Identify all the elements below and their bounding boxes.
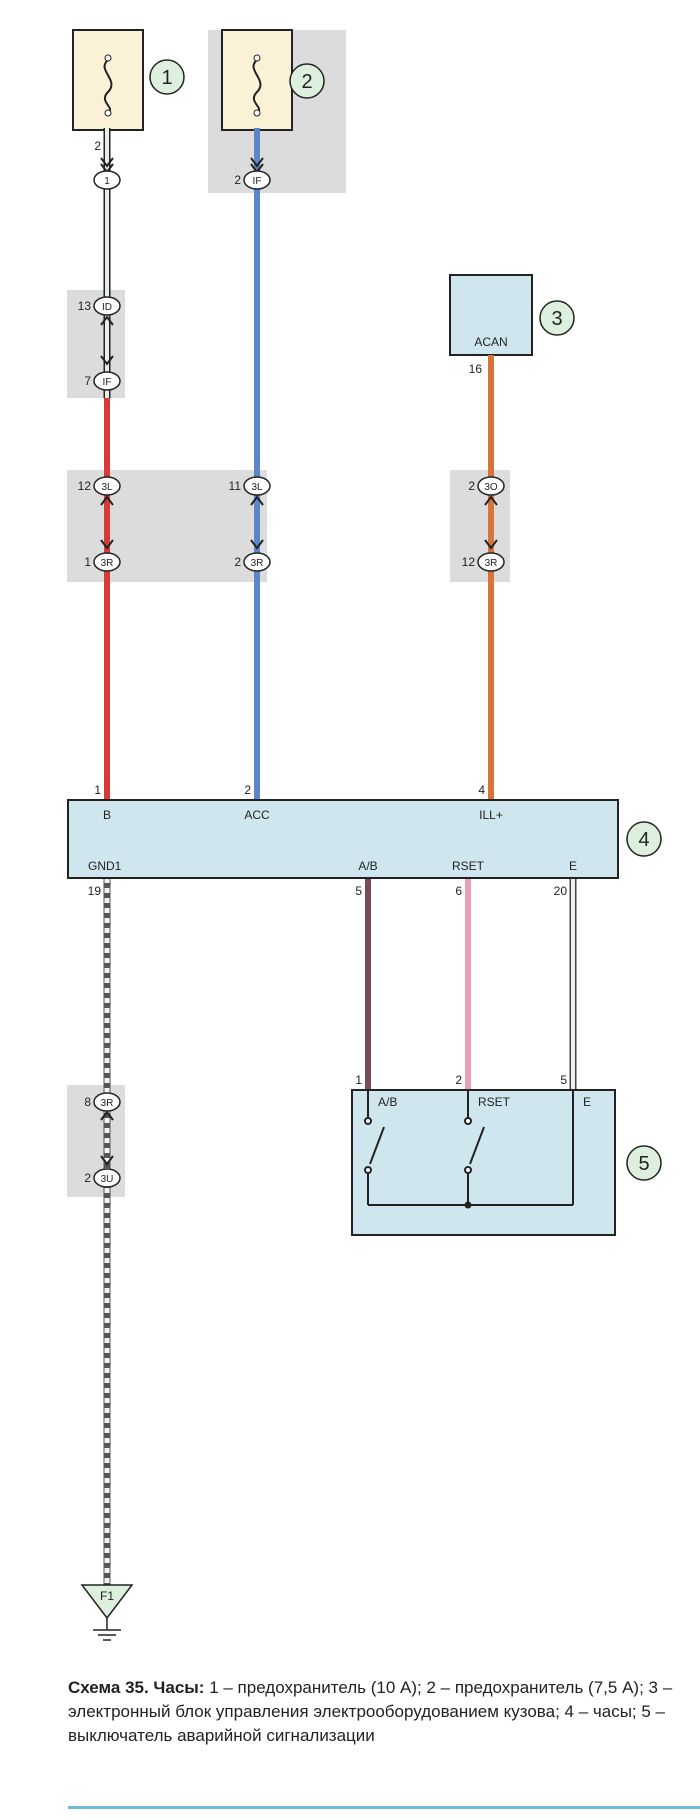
conn-label: 3L [101, 482, 113, 493]
pin-label: 2 [84, 1171, 91, 1185]
clock-terminal-e: E [569, 859, 577, 873]
clock-pin-1: 1 [94, 783, 101, 797]
conn-label: 3U [101, 1174, 114, 1185]
clock-pin-20: 20 [554, 884, 568, 898]
conn-label: 3R [101, 1098, 114, 1109]
clock-4: 1 2 4 B ACC ILL+ GND1 A/B RSET E 19 5 6 … [67, 783, 619, 898]
callout-3-number: 3 [551, 308, 562, 330]
caption-rule [68, 1806, 700, 1809]
pin-label: 12 [78, 479, 92, 493]
hazard-switch-5: 1 2 5 A/B RSET E [351, 1073, 616, 1236]
ecu-pin-16: 16 [469, 362, 483, 376]
clock-pin-6: 6 [455, 884, 462, 898]
callout-1-number: 1 [161, 67, 172, 89]
clock-terminal-acc: ACC [244, 808, 270, 822]
conn-3r-gnd: 8 3R [84, 1092, 121, 1112]
callout-2: 2 [289, 63, 325, 99]
clock-pin-19: 19 [88, 884, 102, 898]
clock-terminal-gnd1: GND1 [88, 859, 122, 873]
pin-label: 13 [78, 299, 92, 313]
fuse-2 [221, 29, 293, 131]
conn-3u: 2 3U [84, 1168, 121, 1188]
clock-pin-4: 4 [478, 783, 485, 797]
connector-arrows [100, 157, 498, 1166]
caption-text: 1 – предохранитель (10 А); 2 – предохран… [68, 1678, 673, 1745]
conn-3o: 2 3O [468, 476, 505, 496]
conn-if: 7 IF [84, 371, 121, 391]
conn-3l-b: 12 3L [78, 476, 121, 496]
figure-caption: Схема 35. Часы: 1 – предохранитель (10 А… [68, 1676, 688, 1748]
conn-label: 3R [251, 558, 264, 569]
clock-terminal-b: B [103, 808, 111, 822]
conn-label: 3R [101, 558, 114, 569]
pin-label: 12 [462, 555, 476, 569]
pin-label: 2 [234, 173, 241, 187]
fuse-1 [72, 29, 144, 131]
pin-label: 7 [84, 374, 91, 388]
ground-f1: F1 [80, 1584, 134, 1641]
switch-pin-1: 1 [355, 1073, 362, 1087]
body-ecu-3: ACAN 16 [449, 274, 533, 376]
callout-3: 3 [539, 300, 575, 336]
pin-label: 11 [229, 479, 242, 493]
conn-label: IF [253, 176, 262, 187]
conn-3r-acc: 2 3R [234, 552, 271, 572]
conn-label: 3L [251, 482, 263, 493]
ground-label: F1 [100, 1589, 114, 1603]
conn-fuse1: 2 1 [93, 139, 121, 190]
conn-label: IF [103, 377, 112, 388]
conn-id: 13 ID [78, 296, 121, 316]
conn-fuse2: 2 IF [234, 170, 271, 190]
switch-pin-5: 5 [560, 1073, 567, 1087]
caption-title: Схема 35. Часы: [68, 1678, 205, 1697]
callout-5: 5 [626, 1145, 662, 1181]
conn-label: ID [102, 302, 112, 313]
callout-4-number: 4 [638, 829, 649, 851]
conn-label: 3R [485, 558, 498, 569]
clock-terminal-ill: ILL+ [479, 808, 503, 822]
callout-5-number: 5 [638, 1153, 649, 1175]
pin-label: 1 [84, 555, 91, 569]
pin-label: 2 [468, 479, 475, 493]
conn-3l-acc: 11 3L [229, 476, 271, 496]
callout-2-number: 2 [301, 71, 312, 93]
clock-terminal-ab: A/B [358, 859, 377, 873]
pin-label: 2 [94, 139, 101, 153]
conn-3r-b: 1 3R [84, 552, 121, 572]
conn-3r-ill: 12 3R [462, 552, 505, 572]
clock-pin-5: 5 [355, 884, 362, 898]
pin-label: 2 [234, 555, 241, 569]
conn-label: 3O [484, 482, 498, 493]
pin-label: 8 [84, 1095, 91, 1109]
ecu-acan-label: ACAN [474, 335, 507, 349]
switch-terminal-ab: A/B [378, 1095, 397, 1109]
conn-label: 1 [104, 176, 110, 187]
callout-4: 4 [626, 821, 662, 857]
switch-terminal-rset: RSET [478, 1095, 511, 1109]
clock-terminal-rset: RSET [452, 859, 485, 873]
switch-terminal-e: E [583, 1095, 591, 1109]
callout-1: 1 [149, 59, 185, 95]
switch-pin-2: 2 [455, 1073, 462, 1087]
clock-pin-2: 2 [244, 783, 251, 797]
